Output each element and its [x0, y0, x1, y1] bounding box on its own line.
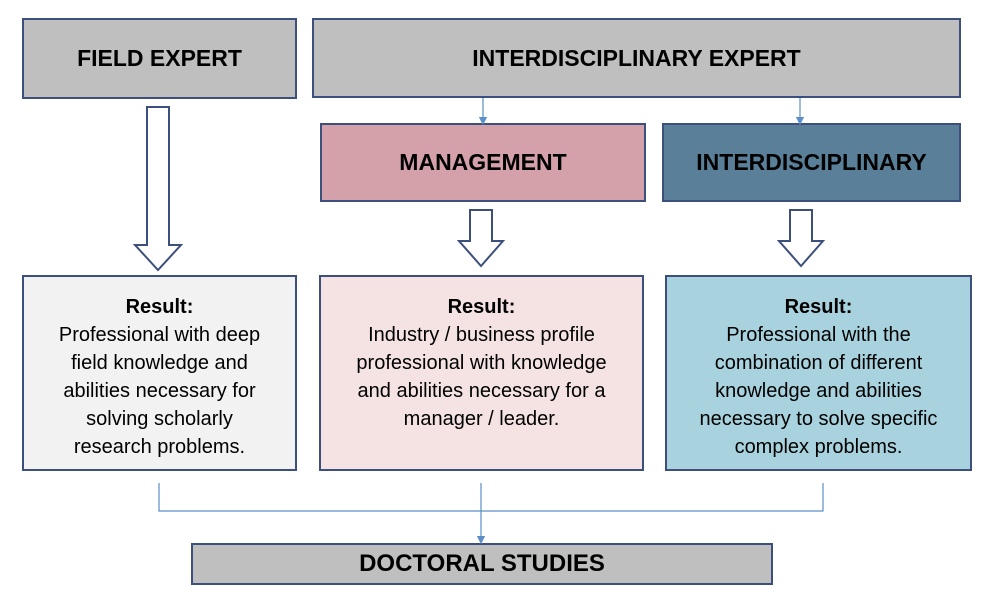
result-label: Result:	[447, 296, 516, 318]
field-expert-box: FIELD EXPERT	[22, 18, 297, 99]
management-label: MANAGEMENT	[399, 149, 567, 175]
result-box-interdisciplinary: Result: Professional with the combinatio…	[665, 275, 972, 471]
doctoral-studies-box: DOCTORAL STUDIES	[191, 543, 773, 585]
field-expert-label: FIELD EXPERT	[77, 45, 242, 71]
result-text: Professional with the combination of dif…	[699, 324, 938, 458]
result-text: Professional with deep field knowledge a…	[58, 324, 261, 458]
result-label: Result:	[784, 296, 853, 318]
result-text: Industry / business profile professional…	[356, 324, 607, 430]
hollow-down-arrow-icon	[132, 106, 184, 272]
result-label: Result:	[125, 296, 194, 318]
result-box-field: Result: Professional with deep field kno…	[22, 275, 297, 471]
interdisciplinary-box: INTERDISCIPLINARY	[662, 123, 961, 202]
bottom-bracket-connector	[158, 483, 824, 512]
interdisciplinary-expert-box: INTERDISCIPLINARY EXPERT	[312, 18, 961, 98]
interdisciplinary-expert-label: INTERDISCIPLINARY EXPERT	[472, 44, 801, 71]
doctoral-studies-label: DOCTORAL STUDIES	[359, 550, 605, 577]
hollow-down-arrow-icon	[776, 209, 826, 268]
management-box: MANAGEMENT	[320, 123, 646, 202]
hollow-down-arrow-icon	[456, 209, 506, 268]
interdisciplinary-label: INTERDISCIPLINARY	[696, 149, 927, 175]
result-box-management: Result: Industry / business profile prof…	[319, 275, 644, 471]
